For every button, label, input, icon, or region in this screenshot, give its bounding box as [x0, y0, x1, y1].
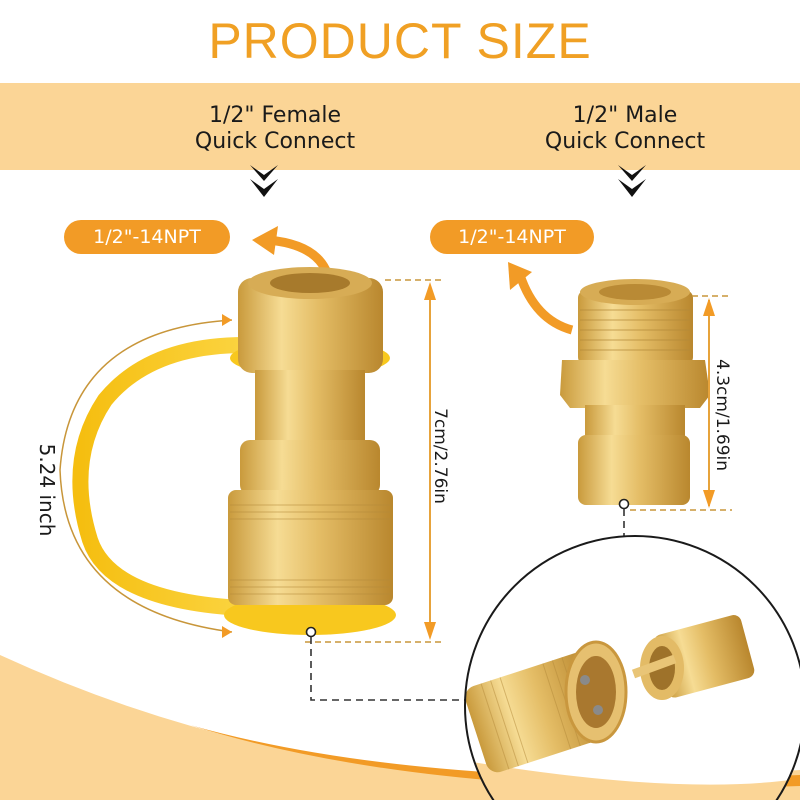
- male-label-line1: 1/2" Male: [572, 103, 678, 128]
- header-band: [0, 83, 800, 170]
- chevron-double-down-icon: [250, 165, 278, 197]
- male-height-dimension: [630, 295, 732, 511]
- female-height-label: 7cm/2.76in: [430, 408, 450, 504]
- female-label-line1: 1/2" Female: [208, 103, 342, 128]
- page-title: PRODUCT SIZE: [208, 13, 592, 69]
- male-thread-badge: 1/2"-14NPT: [430, 220, 594, 254]
- female-height-dimension: [305, 279, 445, 643]
- female-connector-image: [228, 267, 393, 605]
- male-connector-image: [560, 279, 710, 505]
- male-height-label: 4.3cm/1.69in: [712, 359, 732, 472]
- female-thread-badge: 1/2"-14NPT: [64, 220, 230, 254]
- male-curved-arrow-icon: [508, 262, 574, 335]
- female-label-line2: Quick Connect: [194, 129, 356, 154]
- chevron-double-down-icon: [618, 165, 646, 197]
- female-connector-label: 1/2" Female Quick Connect: [150, 103, 400, 155]
- male-label-line2: Quick Connect: [544, 129, 706, 154]
- strap-length-label: 5.24 inch: [35, 443, 59, 537]
- detail-zoom-circle: [464, 535, 800, 800]
- male-connector-label: 1/2" Male Quick Connect: [500, 103, 750, 155]
- strap-length-arc-arrow: [59, 314, 233, 638]
- female-callout-line: [305, 626, 468, 701]
